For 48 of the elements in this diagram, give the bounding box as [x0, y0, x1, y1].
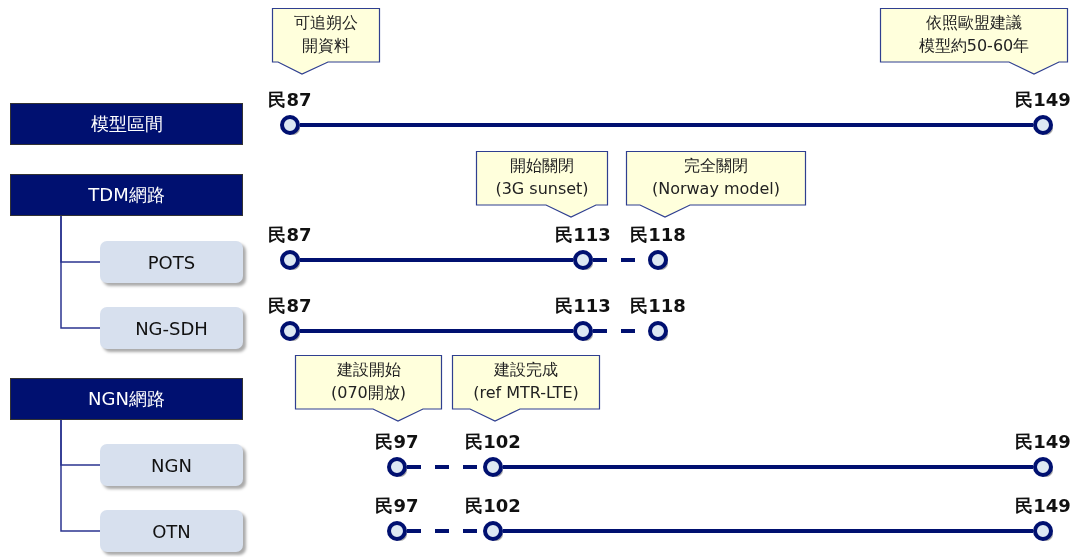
callout-box: 可追朔公開資料 — [272, 8, 380, 75]
year-label: 民149 — [1015, 430, 1071, 454]
year-label: 民97 — [375, 430, 419, 454]
timeline-point-icon — [483, 521, 506, 544]
timeline-point-icon — [1033, 457, 1056, 480]
timeline-point-icon — [573, 321, 596, 344]
connector-line — [60, 419, 101, 532]
timeline-point-icon — [280, 250, 303, 273]
timeline-point-icon — [483, 457, 506, 480]
connector-line — [60, 215, 101, 329]
year-label: 民149 — [1015, 88, 1071, 112]
year-label: 民102 — [465, 430, 521, 454]
timeline-point-icon — [280, 115, 303, 138]
timeline-point-icon — [387, 521, 410, 544]
timeline-point-icon — [648, 250, 671, 273]
timeline-point-icon — [1033, 521, 1056, 544]
item-box: POTS — [100, 241, 243, 283]
callout-box: 建設開始 (070開放) — [295, 355, 442, 422]
timeline-bar — [300, 329, 573, 333]
item-box: NGN — [100, 444, 243, 486]
callout-box: 依照歐盟建議模型約50-60年 — [880, 8, 1068, 75]
item-box: OTN — [100, 510, 243, 552]
category-box: TDM網路 — [10, 174, 243, 216]
callout-box: 完全關閉 (Norway model) — [626, 151, 806, 218]
timeline-point-icon — [1033, 115, 1056, 138]
year-label: 民102 — [465, 494, 521, 518]
timeline-point-icon — [648, 321, 671, 344]
timeline-bar — [300, 123, 1033, 127]
callout-box: 開始關閉 (3G sunset) — [476, 151, 608, 218]
category-box: NGN網路 — [10, 378, 243, 420]
year-label: 民87 — [268, 294, 312, 318]
year-label: 民118 — [630, 223, 686, 247]
year-label: 民149 — [1015, 494, 1071, 518]
category-box: 模型區間 — [10, 103, 243, 145]
timeline-bar — [503, 529, 1033, 533]
timeline-point-icon — [573, 250, 596, 273]
timeline-bar — [300, 258, 573, 262]
year-label: 民113 — [555, 223, 611, 247]
year-label: 民118 — [630, 294, 686, 318]
year-label: 民87 — [268, 223, 312, 247]
year-label: 民113 — [555, 294, 611, 318]
item-box: NG-SDH — [100, 307, 243, 349]
callout-box: 建設完成 (ref MTR-LTE) — [452, 355, 600, 422]
timeline-point-icon — [280, 321, 303, 344]
timeline-bar — [503, 465, 1033, 469]
year-label: 民97 — [375, 494, 419, 518]
year-label: 民87 — [268, 88, 312, 112]
timeline-point-icon — [387, 457, 410, 480]
